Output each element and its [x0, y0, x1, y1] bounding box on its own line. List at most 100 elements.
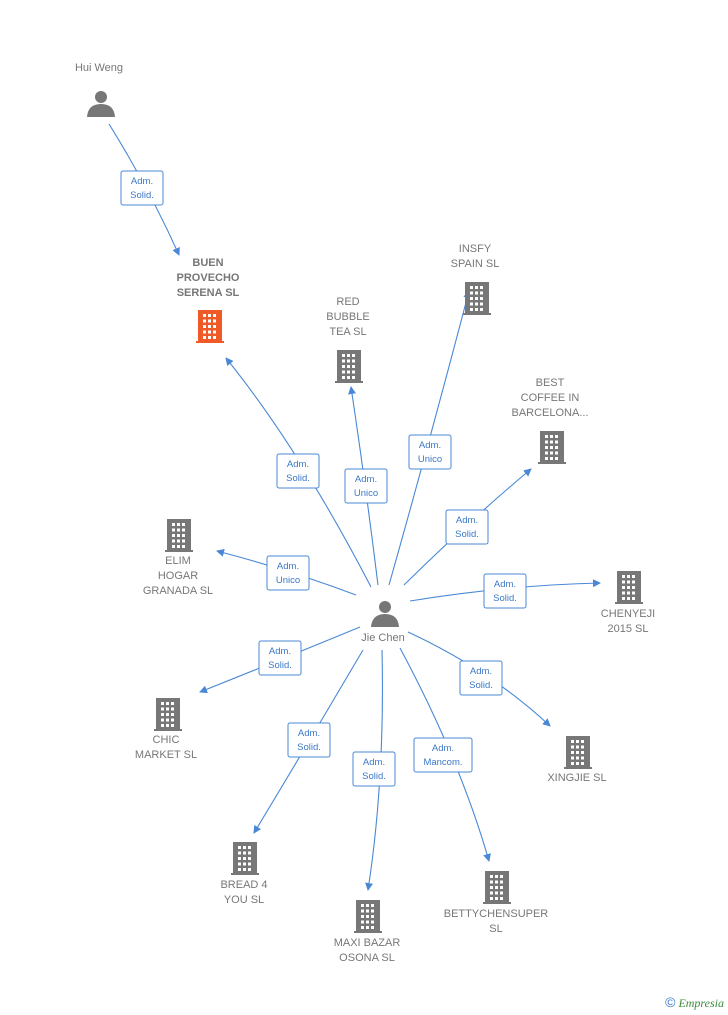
- edge-label-text: Unico: [276, 575, 300, 586]
- edge-label-text: Adm.: [287, 459, 309, 470]
- edge-label-box: [344, 468, 388, 504]
- node-label: BUBBLE: [326, 311, 369, 323]
- edge-jie-best: Adm. Solid.: [403, 468, 532, 586]
- edge-label-text: Solid.: [286, 473, 310, 484]
- edge-label-box: [287, 722, 331, 758]
- building-icon: [196, 310, 224, 343]
- node-xing[interactable]: XINGJIE SL: [547, 736, 607, 784]
- edge-label-box: [276, 453, 320, 489]
- edge-label-box: [408, 434, 452, 470]
- building-icon: [615, 571, 643, 604]
- building-icon: [483, 871, 511, 904]
- node-insfy[interactable]: INSFY SPAIN SL: [451, 243, 500, 315]
- node-label: MARKET SL: [135, 749, 197, 761]
- node-jie[interactable]: Jie Chen: [361, 601, 405, 644]
- edge-jie-red: Adm.Unico: [344, 386, 388, 586]
- building-icon: [231, 842, 259, 875]
- node-label: PROVECHO: [177, 272, 240, 284]
- edge-hui-buen: Adm. Solid.: [108, 123, 180, 256]
- edge-label-text: Adm.: [355, 474, 377, 485]
- edge-jie-insfy: Adm.Unico: [388, 290, 472, 586]
- edge-label-text: Solid.: [297, 742, 321, 753]
- node-label: SPAIN SL: [451, 258, 500, 270]
- node-betty[interactable]: BETTYCHENSUPER SL: [444, 871, 549, 935]
- node-chic[interactable]: CHIC MARKET SL: [135, 698, 197, 761]
- node-label: COFFEE IN: [521, 392, 580, 404]
- node-label: 2015 SL: [608, 623, 649, 635]
- edge-label-text: Solid.: [268, 660, 292, 671]
- edge-label-text: Solid.: [130, 190, 154, 201]
- node-hui[interactable]: Hui Weng: [75, 62, 123, 117]
- node-label: CHENYEJI: [601, 608, 655, 620]
- node-best[interactable]: BEST COFFEE IN BARCELONA...: [511, 377, 589, 464]
- node-label: Hui Weng: [75, 62, 123, 74]
- edge-label-text: Adm.: [298, 728, 320, 739]
- edge-label-box: [352, 751, 396, 787]
- edge-label-text: Adm.: [269, 646, 291, 657]
- edge-label-text: Solid.: [493, 593, 517, 604]
- node-label: XINGJIE SL: [547, 772, 606, 784]
- edge-label-text: Adm.: [277, 561, 299, 572]
- building-icon: [354, 900, 382, 933]
- node-label: YOU SL: [224, 894, 264, 906]
- edge-label-text: Solid.: [362, 771, 386, 782]
- node-label: SERENA SL: [177, 287, 240, 299]
- node-label: BARCELONA...: [511, 407, 588, 419]
- edges-layer: Adm.Solid.Adm.Solid.Adm.UnicoAdm.UnicoAd…: [108, 123, 601, 891]
- building-icon: [538, 431, 566, 464]
- node-elim[interactable]: ELIM HOGAR GRANADA SL: [143, 519, 213, 597]
- edge-label-text: Adm.: [363, 757, 385, 768]
- edge-label-box: [120, 170, 164, 206]
- node-label: BREAD 4: [220, 879, 267, 891]
- node-buen[interactable]: BUEN PROVECHO SERENA SL: [177, 257, 240, 343]
- node-label: GRANADA SL: [143, 585, 213, 597]
- edge-jie-cheny: Adm. Solid.: [409, 573, 601, 609]
- brand-watermark: ©Empresia: [665, 994, 724, 1011]
- person-icon: [87, 91, 115, 117]
- node-cheny[interactable]: CHENYEJI 2015 SL: [601, 571, 655, 635]
- edge-jie-bread: Adm. Solid.: [253, 649, 364, 834]
- node-label: BEST: [536, 377, 565, 389]
- node-label: CHIC: [153, 734, 180, 746]
- edge-label-text: Solid.: [455, 529, 479, 540]
- edge-label-box: [445, 509, 489, 545]
- edge-jie-buen: Adm. Solid.: [225, 357, 372, 588]
- node-label: RED: [336, 296, 359, 308]
- edge-label-text: Adm.: [432, 743, 454, 754]
- edge-label-text: Solid.: [469, 680, 493, 691]
- building-icon: [335, 350, 363, 383]
- node-red[interactable]: RED BUBBLE TEA SL: [326, 296, 370, 383]
- node-bread[interactable]: BREAD 4 YOU SL: [220, 842, 268, 906]
- node-label: ELIM: [165, 555, 191, 567]
- node-label: OSONA SL: [339, 952, 395, 964]
- node-label: INSFY: [459, 243, 492, 255]
- edge-label-box: [266, 555, 310, 591]
- building-icon: [564, 736, 592, 769]
- building-icon: [463, 282, 491, 315]
- edge-label-text: Adm.: [131, 176, 153, 187]
- edge-jie-elim: Adm. Unico: [216, 548, 357, 596]
- edge-jie-chic: Adm. Solid.: [199, 626, 361, 694]
- edge-label-text: Unico: [418, 454, 442, 465]
- node-label: SL: [489, 923, 502, 935]
- person-icon: [371, 601, 399, 627]
- edge-label-box: [413, 737, 473, 773]
- node-label: TEA SL: [329, 326, 366, 338]
- edge-label-text: Adm.: [456, 515, 478, 526]
- edge-label-text: Adm.: [470, 666, 492, 677]
- node-label: BETTYCHENSUPER: [444, 908, 549, 920]
- edge-jie-maxi: Adm. Solid.: [352, 649, 396, 891]
- node-maxi[interactable]: MAXI BAZAR OSONA SL: [334, 900, 401, 964]
- edge-jie-betty: Adm.Mancom.: [399, 647, 491, 862]
- edge-jie-xing: Adm. Solid.: [407, 631, 551, 727]
- brand-name: Empresia: [678, 996, 724, 1010]
- node-label: BUEN: [192, 257, 223, 269]
- node-label: Jie Chen: [361, 632, 404, 644]
- edge-label-box: [483, 573, 527, 609]
- node-label: HOGAR: [158, 570, 198, 582]
- edge-label-text: Adm.: [494, 579, 516, 590]
- node-label: MAXI BAZAR: [334, 937, 401, 949]
- building-icon: [154, 698, 182, 731]
